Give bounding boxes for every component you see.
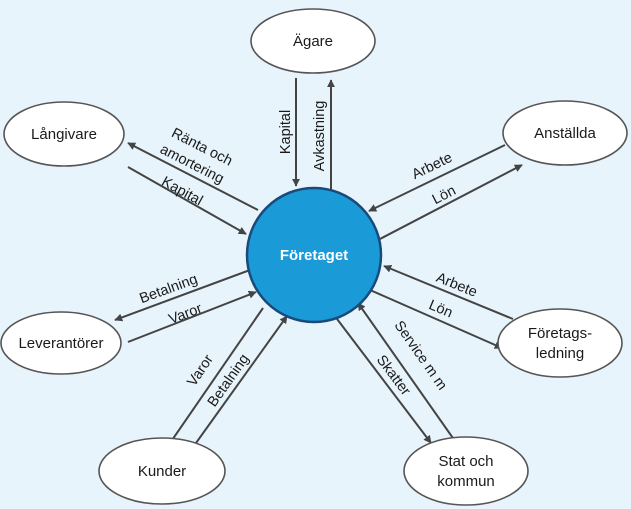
node-foretagsledning-label-2: ledning (536, 345, 584, 362)
label-agare-kapital: Kapital (278, 110, 294, 154)
label-kunder-varor: Varor (184, 352, 217, 390)
node-foretagsledning-label-1: Företags- (528, 325, 592, 342)
arrow-arbete-to-foretaget-ledning (383, 265, 514, 320)
node-kunder: Kunder (98, 437, 226, 505)
node-anstallda-label: Anställda (534, 125, 596, 142)
node-foretagsledning-ellipse (497, 308, 623, 378)
arrows (114, 78, 523, 447)
node-stat-ellipse (403, 436, 529, 506)
node-langivare: Långivare (3, 101, 125, 167)
node-anstallda-ellipse (502, 100, 628, 166)
arrow-skatter-to-stat (333, 314, 432, 444)
node-stat-label-2: kommun (437, 473, 495, 490)
arrow-betalning-to-leverantorer (114, 269, 251, 322)
node-anstallda: Anställda (502, 100, 628, 166)
node-kunder-ellipse (98, 437, 226, 505)
label-anstallda-arbete: Arbete (410, 150, 455, 183)
node-langivare-ellipse (3, 101, 125, 167)
node-leverantorer: Leverantörer (0, 311, 122, 375)
center-label: Företaget (280, 247, 348, 264)
label-ledning-lon: Lön (426, 297, 455, 321)
label-agare-avkastning: Avkastning (312, 101, 328, 172)
arrow-arbete-to-foretaget (368, 144, 506, 212)
node-agare: Ägare (250, 8, 376, 74)
center-circle (245, 186, 383, 324)
node-foretagsledning: Företags- ledning (497, 308, 623, 378)
arrow-betalning-to-foretaget (195, 315, 288, 444)
node-stat: Stat och kommun (403, 436, 529, 506)
label-anstallda-lon: Lön (430, 183, 459, 208)
label-leverantorer-betalning: Betalning (137, 271, 199, 307)
center-node-foretaget: Företaget (245, 186, 383, 324)
node-leverantorer-ellipse (0, 311, 122, 375)
node-kunder-label: Kunder (138, 463, 186, 480)
arrow-lon-to-anstallda (377, 164, 523, 241)
arrow-varor-to-kunder (167, 307, 264, 447)
arrow-lon-to-ledning (369, 289, 503, 349)
arrow-ranta-to-langivare (127, 142, 259, 211)
node-stat-label-1: Stat och (438, 453, 493, 470)
node-langivare-label: Långivare (31, 126, 97, 143)
arrow-service-to-foretaget (357, 302, 456, 442)
label-leverantorer-varor: Varor (167, 301, 205, 328)
node-agare-ellipse (250, 8, 376, 74)
arrow-varor-to-foretaget (127, 290, 257, 343)
arrow-kapital-to-foretaget-langivare (127, 166, 247, 235)
node-leverantorer-label: Leverantörer (18, 335, 103, 352)
node-agare-label: Ägare (293, 33, 333, 50)
